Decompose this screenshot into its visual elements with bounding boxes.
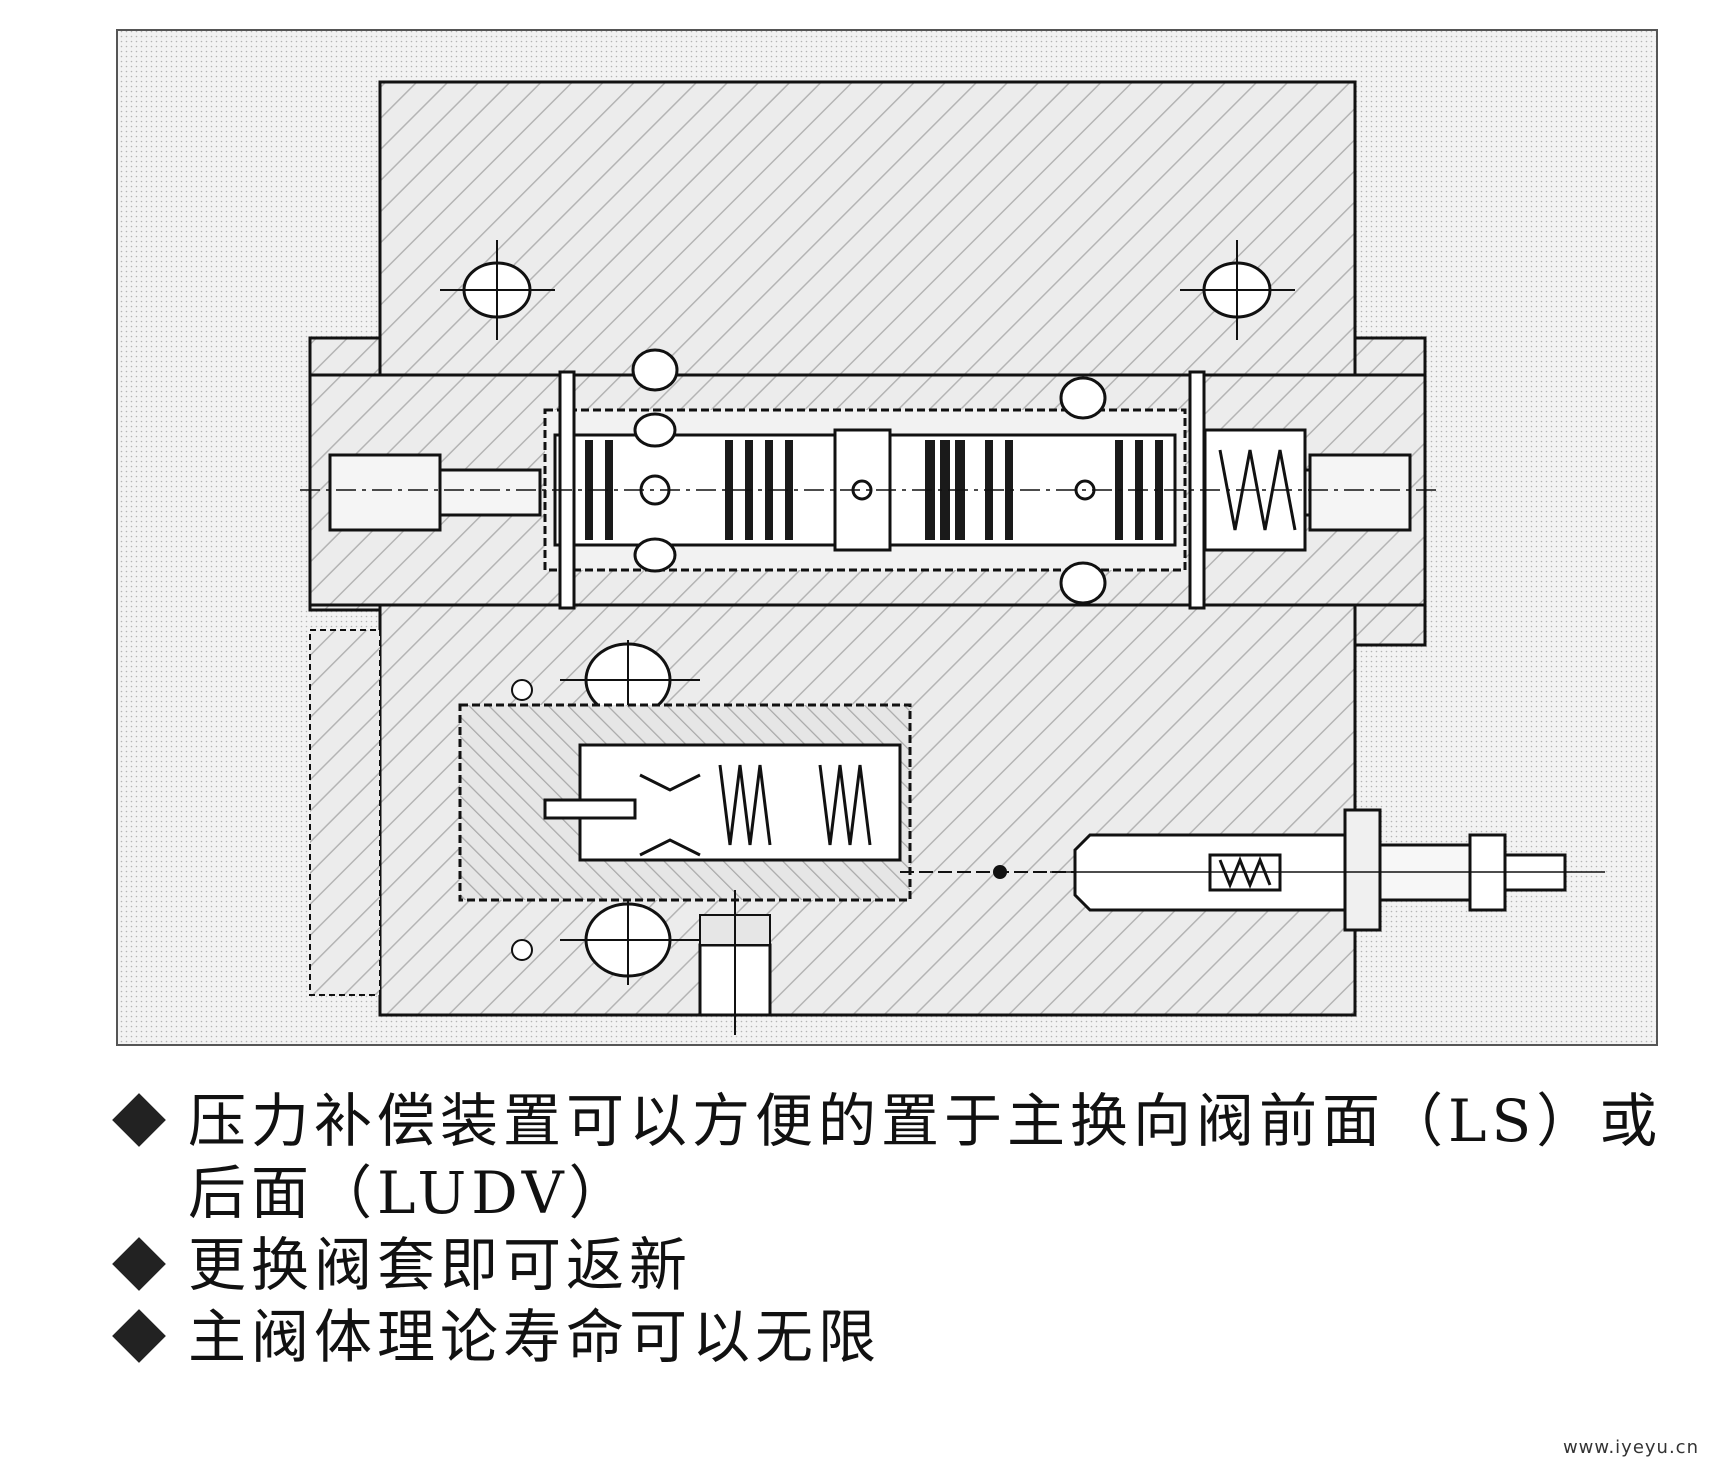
- diamond-bullet-icon: [112, 1237, 166, 1291]
- valve-cross-section-drawing: [116, 29, 1658, 1046]
- check-ball: [993, 865, 1007, 879]
- diamond-bullet-icon: [112, 1093, 166, 1147]
- port-left: [328, 453, 442, 532]
- diamond-bullet-icon: [112, 1309, 166, 1363]
- bullet-text: 更换阀套即可返新: [188, 1231, 693, 1299]
- bullet-item: 主阀体理论寿命可以无限: [112, 1301, 1678, 1373]
- lower-left-plate: [309, 629, 381, 996]
- compensator-springs: [718, 764, 872, 846]
- bullet-item: 更换阀套即可返新: [112, 1229, 1678, 1301]
- pilot-holes: [631, 348, 1107, 605]
- bullet-item: 压力补偿装置可以方便的置于主换向阀前面（LS）或后面（LUDV）: [112, 1085, 1688, 1229]
- watermark: www.iyeyu.cn: [1562, 1437, 1699, 1458]
- port-right: [1308, 453, 1412, 532]
- pressure-compensator: [458, 703, 912, 902]
- main-valve-body: [378, 80, 1357, 384]
- bullet-text: 主阀体理论寿命可以无限: [188, 1303, 882, 1371]
- bullet-text: 压力补偿装置可以方便的置于主换向阀前面（LS）或后面（LUDV）: [188, 1087, 1663, 1227]
- feature-bullets: 压力补偿装置可以方便的置于主换向阀前面（LS）或后面（LUDV） 更换阀套即可返…: [112, 1085, 1678, 1373]
